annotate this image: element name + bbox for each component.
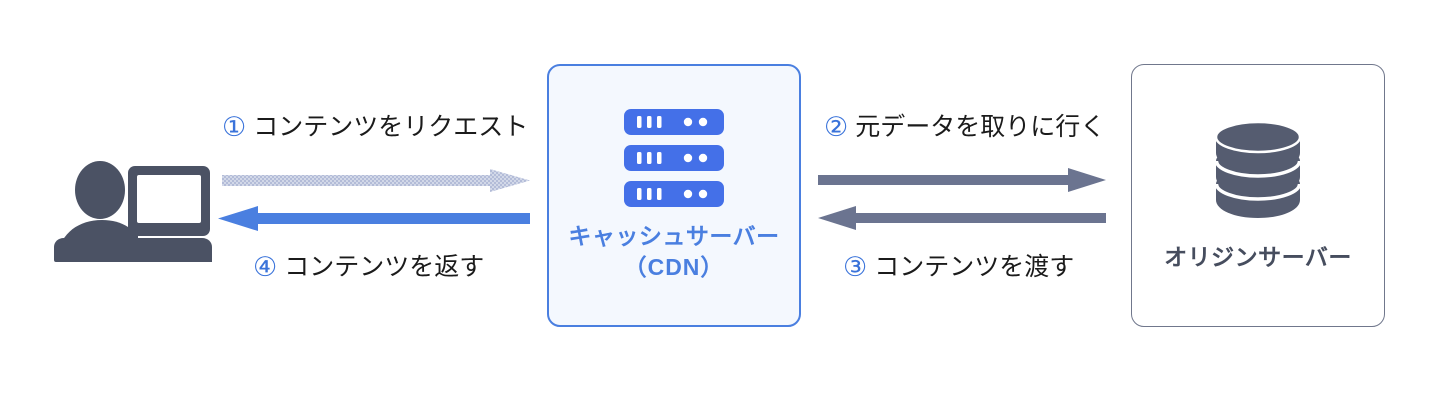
arrow-step-3 [818,206,1106,230]
origin-node-box: オリジンサーバー [1131,64,1385,327]
cdn-label-main: キャッシュサーバー [568,223,780,250]
step-caption-2: ② 元データを取りに行く [824,114,1105,141]
arrow-step-1 [222,169,530,192]
server-rack-icon [622,109,726,208]
cdn-label-sub: （CDN） [623,253,725,280]
arrow-step-2 [818,168,1106,192]
step-number-1: ① [222,112,247,143]
step-number-3: ③ [843,252,868,283]
arrow-step-4 [218,206,530,231]
step-number-2: ② [824,112,849,143]
client-node [52,150,222,270]
cdn-node-box: キャッシュサーバー （CDN） [547,64,801,327]
step-caption-3: ③ コンテンツを渡す [843,254,1074,281]
step-number-4: ④ [253,252,278,283]
step-label-3: コンテンツを渡す [874,253,1075,281]
step-label-4: コンテンツを返す [284,253,485,281]
step-caption-1: ① コンテンツをリクエスト [222,114,528,141]
step-label-2: 元データを取りに行く [855,113,1106,141]
step-label-1: コンテンツをリクエスト [253,113,529,141]
origin-node-label: オリジンサーバー [1164,244,1352,271]
cdn-node-label: キャッシュサーバー （CDN） [568,221,779,282]
user-with-laptop-icon [52,150,222,270]
step-caption-4: ④ コンテンツを返す [253,254,484,281]
database-cylinder-icon [1212,118,1304,222]
